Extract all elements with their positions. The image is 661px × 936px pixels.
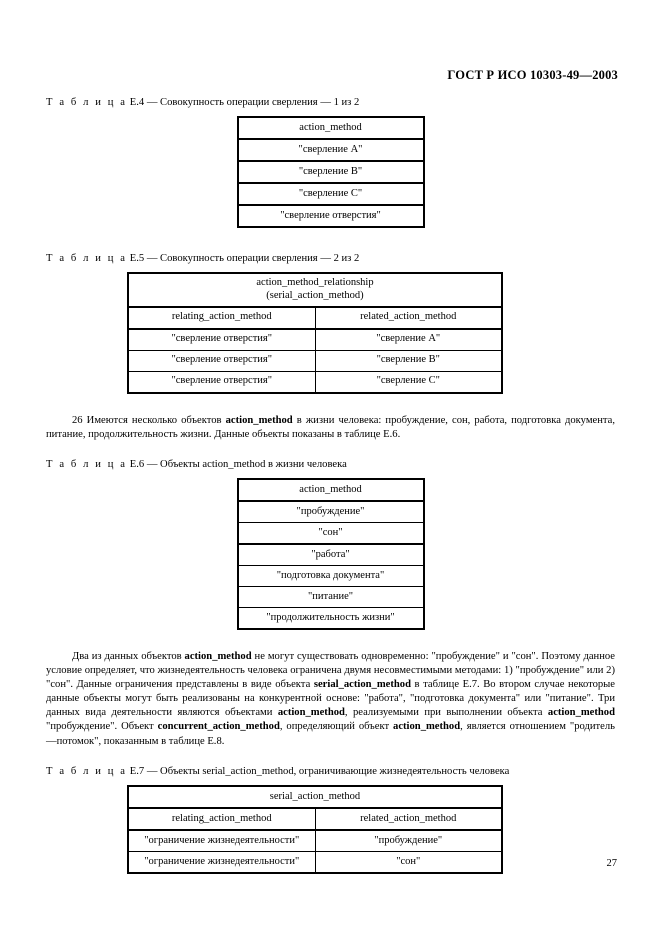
table-row: "сверление отверстия" "сверление B"	[127, 349, 503, 372]
table-row: "сон"	[237, 522, 424, 546]
table-e5-cell: "сверление A"	[314, 328, 503, 351]
table-row: "питание"	[237, 586, 424, 609]
table-e5-cell: "сверление B"	[314, 349, 503, 372]
paragraph-27-bold2: serial_action_method	[313, 679, 411, 691]
paragraph-27-part1: Два из данных объектов	[72, 651, 185, 663]
table-e4-cell: "сверление B"	[237, 160, 424, 185]
table-e6-header-cell: action_method	[237, 478, 424, 503]
table-e4-cell: "сверление A"	[237, 138, 424, 163]
table-row: "ограничение жизнедеятельности" "сон"	[127, 850, 503, 874]
table-e6-cell: "питание"	[237, 586, 424, 609]
table-e6-cell: "подготовка документа"	[237, 565, 424, 588]
spacer	[46, 228, 615, 252]
table-row: "сверление отверстия" "сверление C"	[127, 370, 503, 394]
paragraph-27-bold6: action_method	[393, 721, 461, 733]
table-e5-cell: "сверление отверстия"	[127, 328, 316, 351]
table-row-header: action_method	[237, 116, 424, 141]
table-e5-cell: "сверление отверстия"	[127, 349, 316, 372]
paragraph-27-part5: "пробуждение". Объект	[46, 721, 158, 733]
spacer	[46, 630, 615, 650]
table-row: "сверление отверстия"	[237, 204, 424, 228]
table-e6-cell: "продолжительность жизни"	[237, 607, 424, 630]
table-e7-cell: "сон"	[314, 850, 503, 874]
table-e4: action_method "сверление A" "сверление B…	[236, 116, 425, 229]
caption-label-e5: Т а б л и ц а	[46, 253, 128, 265]
table-e6-cell: "сон"	[237, 522, 424, 546]
table-row-columns: relating_action_method related_action_me…	[127, 807, 503, 831]
table-e7-column-header: related_action_method	[314, 807, 503, 831]
caption-table-e7: Т а б л и ц а Е.7 — Объекты serial_actio…	[46, 765, 615, 778]
table-e7-column-header: relating_action_method	[127, 807, 316, 831]
table-row: "пробуждение"	[237, 500, 424, 524]
paragraph-27-part2: не могут существовать одновременно: "про…	[46, 651, 615, 691]
caption-text-e6: Е.6 — Объекты action_method в жизни чело…	[129, 458, 347, 470]
table-row: "сверление B"	[237, 160, 424, 185]
table-e6-cell: "работа"	[237, 543, 424, 567]
paragraph-26-number: 26	[72, 414, 83, 426]
caption-text-e5: Е.5 — Совокупность операции сверления — …	[129, 253, 360, 265]
table-row: "сверление отверстия" "сверление A"	[127, 328, 503, 351]
caption-text-e4: Е.4 — Совокупность операции сверления — …	[129, 97, 360, 108]
paragraph-27-part7: , является отношением "родитель—потомок"…	[46, 721, 615, 747]
table-e4-header-cell: action_method	[237, 116, 424, 141]
table-e4-cell: "сверление C"	[237, 182, 424, 207]
table-row-header: action_method_relationship (serial_actio…	[127, 272, 503, 308]
table-e5-header-line2: (serial_action_method)	[266, 290, 364, 302]
table-e5-header-cell: action_method_relationship (serial_actio…	[127, 272, 503, 308]
table-e6-cell: "пробуждение"	[237, 500, 424, 524]
caption-text-e7: Е.7 — Объекты serial_action_method, огра…	[129, 765, 510, 777]
caption-table-e4: Т а б л и ц а Е.4 — Совокупность операци…	[46, 96, 615, 109]
table-e5-cell: "сверление отверстия"	[127, 370, 316, 394]
paragraph-27-bold5: concurrent_action_method	[157, 721, 280, 733]
document-body: Т а б л и ц а Е.4 — Совокупность операци…	[46, 96, 615, 874]
document-header-title: ГОСТ Р ИСО 10303-49—2003	[447, 68, 618, 82]
table-row: "сверление A"	[237, 138, 424, 163]
table-e7-cell: "пробуждение"	[314, 829, 503, 852]
paragraph-27-bold4: action_method	[547, 707, 615, 719]
table-e5-column-header: related_action_method	[314, 306, 503, 330]
paragraph-27-bold1: action_method	[184, 651, 252, 663]
caption-table-e5: Т а б л и ц а Е.5 — Совокупность операци…	[46, 252, 615, 265]
table-row: "сверление C"	[237, 182, 424, 207]
table-e5: action_method_relationship (serial_actio…	[127, 272, 503, 394]
table-row: "подготовка документа"	[237, 565, 424, 588]
caption-label-e6: Т а б л и ц а	[46, 458, 128, 470]
table-e7-cell: "ограничение жизнедеятельности"	[127, 829, 316, 852]
table-row-header: action_method	[237, 478, 424, 503]
table-row-header: serial_action_method	[127, 785, 503, 809]
paragraph-27-part6: , определяющий объект	[279, 721, 394, 733]
paragraph-27: Два из данных объектов action_method не …	[46, 650, 615, 749]
caption-table-e6: Т а б л и ц а Е.6 — Объекты action_metho…	[46, 458, 615, 471]
table-e4-cell: "сверление отверстия"	[237, 204, 424, 228]
table-row: "работа"	[237, 543, 424, 567]
table-e7: serial_action_method relating_action_met…	[127, 784, 503, 874]
paragraph-26-part1: Имеются несколько объектов	[82, 414, 226, 426]
paragraph-27-bold3: action_method	[277, 707, 345, 719]
spacer	[46, 442, 615, 458]
paragraph-27-part4: , реализуемыми при выполнении объекта	[344, 707, 548, 719]
page-number: 27	[606, 858, 618, 869]
paragraph-27-part3: в таблице Е.7. Во втором случае некоторы…	[46, 679, 616, 719]
table-row-columns: relating_action_method related_action_me…	[127, 306, 503, 330]
paragraph-26: 26 Имеются несколько объектов action_met…	[46, 414, 615, 442]
spacer	[46, 749, 615, 765]
table-e7-header-cell: serial_action_method	[127, 785, 503, 809]
table-e6: action_method "пробуждение" "сон" "работ…	[236, 478, 425, 631]
table-e7-cell: "ограничение жизнедеятельности"	[127, 850, 316, 874]
table-e5-column-header: relating_action_method	[127, 306, 316, 330]
spacer	[46, 394, 615, 414]
paragraph-26-bold1: action_method	[225, 414, 293, 426]
table-e5-cell: "сверление C"	[314, 370, 503, 394]
table-e5-header-line1: action_method_relationship	[256, 277, 374, 289]
table-row: "продолжительность жизни"	[237, 607, 424, 630]
table-row: "ограничение жизнедеятельности" "пробужд…	[127, 829, 503, 852]
caption-label-e7: Т а б л и ц а	[46, 765, 128, 777]
caption-label-e4: Т а б л и ц а	[46, 97, 128, 108]
paragraph-26-part2: в жизни человека: пробуждение, сон, рабо…	[46, 414, 615, 440]
